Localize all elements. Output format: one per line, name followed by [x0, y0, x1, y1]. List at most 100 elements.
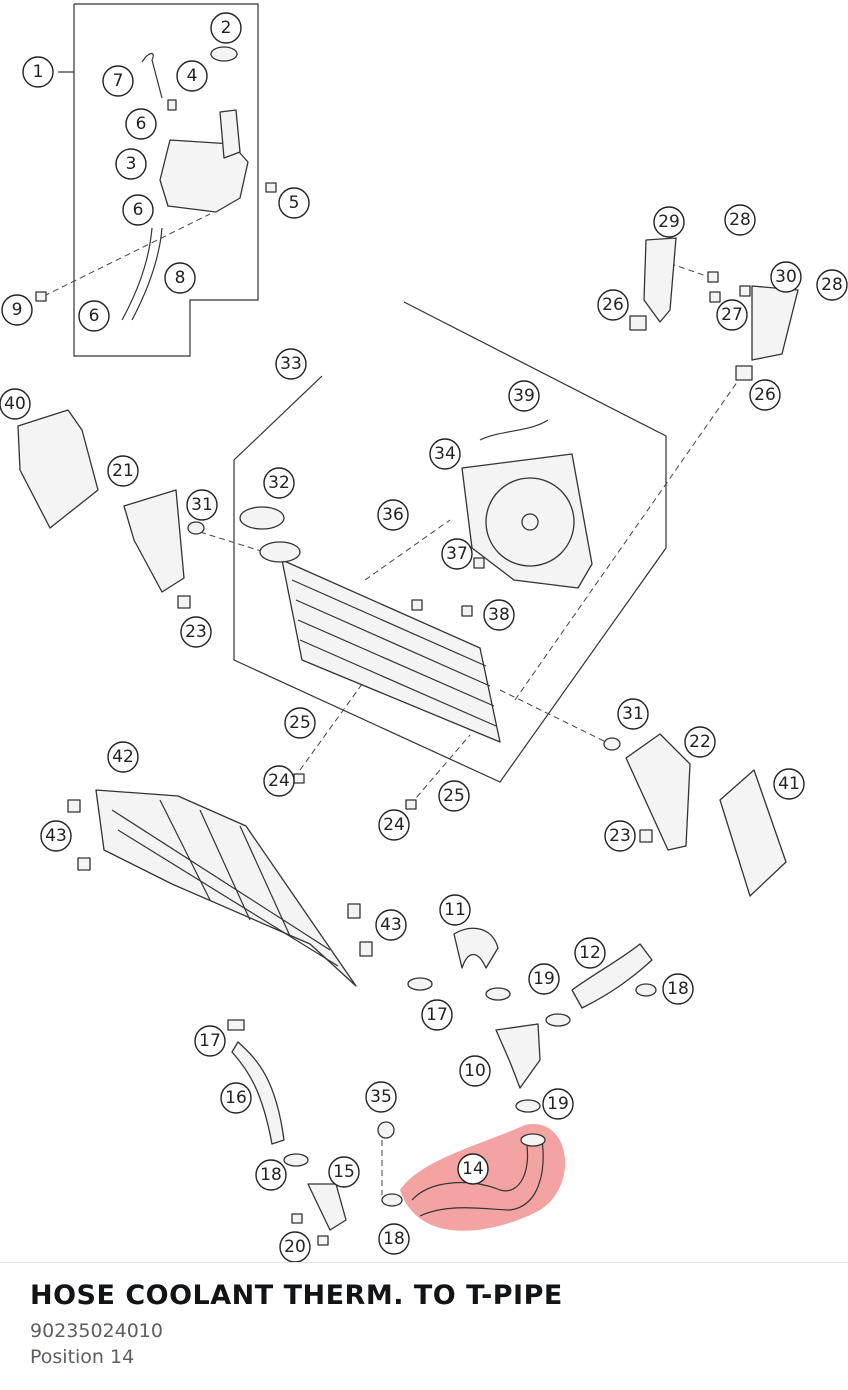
callout-37[interactable]: 37 [441, 538, 473, 570]
leader-lines [43, 213, 741, 1195]
callout-23b[interactable]: 23 [604, 820, 636, 852]
callout-2[interactable]: 2 [210, 12, 242, 44]
callout-26b[interactable]: 26 [749, 379, 781, 411]
callout-9[interactable]: 9 [1, 294, 33, 326]
callout-19a[interactable]: 19 [528, 963, 560, 995]
svg-text:7: 7 [113, 71, 124, 91]
callout-18a[interactable]: 18 [662, 973, 694, 1005]
svg-text:14: 14 [462, 1159, 484, 1179]
fasteners [67, 271, 751, 1246]
callout-28b[interactable]: 28 [816, 269, 848, 301]
callout-7[interactable]: 7 [102, 65, 134, 97]
callout-16[interactable]: 16 [220, 1082, 252, 1114]
callouts: 1 2 4 7 6 3 5 6 8 9 6 29 28 30 28 26 27 … [0, 12, 848, 1262]
svg-text:23: 23 [185, 622, 207, 642]
svg-text:42: 42 [112, 747, 134, 767]
svg-text:34: 34 [434, 444, 456, 464]
svg-text:17: 17 [199, 1031, 221, 1051]
callout-8[interactable]: 8 [164, 262, 196, 294]
radiator-group-frame [233, 301, 667, 783]
svg-text:22: 22 [689, 732, 711, 752]
callout-15[interactable]: 15 [328, 1156, 360, 1188]
callout-35[interactable]: 35 [365, 1081, 397, 1113]
callout-18c[interactable]: 18 [378, 1223, 410, 1255]
callout-6a[interactable]: 6 [125, 108, 157, 140]
svg-text:2: 2 [221, 18, 232, 38]
svg-text:43: 43 [380, 915, 402, 935]
callout-34[interactable]: 34 [429, 438, 461, 470]
callout-36[interactable]: 36 [377, 499, 409, 531]
svg-text:41: 41 [778, 774, 800, 794]
svg-text:35: 35 [370, 1087, 392, 1107]
callout-3[interactable]: 3 [115, 148, 147, 180]
coolant-hoses [231, 927, 653, 1231]
svg-text:31: 31 [191, 495, 213, 515]
callout-12[interactable]: 12 [574, 937, 606, 969]
divider [0, 1262, 848, 1263]
callout-17b[interactable]: 17 [194, 1025, 226, 1057]
callout-38[interactable]: 38 [483, 599, 515, 631]
callout-21[interactable]: 21 [107, 455, 139, 487]
callout-24a[interactable]: 24 [263, 765, 295, 797]
callout-27[interactable]: 27 [716, 299, 748, 331]
svg-text:36: 36 [382, 505, 404, 525]
callout-26a[interactable]: 26 [597, 289, 629, 321]
callout-11[interactable]: 11 [439, 894, 471, 926]
expansion-tank-parts [35, 46, 277, 321]
svg-text:38: 38 [488, 605, 510, 625]
radiator-grille [95, 789, 357, 987]
callout-18b[interactable]: 18 [255, 1159, 287, 1191]
position-value: 14 [109, 1346, 135, 1368]
svg-text:18: 18 [260, 1165, 282, 1185]
svg-text:19: 19 [533, 969, 555, 989]
svg-text:10: 10 [464, 1061, 486, 1081]
part-info-panel: HOSE COOLANT THERM. TO T-PIPE 9023502401… [30, 1278, 830, 1370]
callout-14[interactable]: 14 [457, 1153, 489, 1185]
exploded-parts-diagram: 1 2 4 7 6 3 5 6 8 9 6 29 28 30 28 26 27 … [0, 3, 848, 1262]
callout-17a[interactable]: 17 [421, 999, 453, 1031]
callout-6b[interactable]: 6 [122, 194, 154, 226]
callout-43b[interactable]: 43 [375, 909, 407, 941]
callout-25b[interactable]: 25 [438, 780, 470, 812]
svg-text:6: 6 [133, 200, 144, 220]
callout-31b[interactable]: 31 [617, 698, 649, 730]
svg-text:24: 24 [383, 815, 405, 835]
svg-text:27: 27 [721, 305, 743, 325]
callout-22[interactable]: 22 [684, 726, 716, 758]
callout-33[interactable]: 33 [275, 348, 307, 380]
callout-10[interactable]: 10 [459, 1055, 491, 1087]
part-number: 90235024010 [30, 1320, 163, 1342]
callout-20[interactable]: 20 [279, 1231, 311, 1262]
radiator-core [239, 506, 501, 743]
callout-43a[interactable]: 43 [40, 820, 72, 852]
svg-text:21: 21 [112, 461, 134, 481]
svg-text:43: 43 [45, 826, 67, 846]
callout-42[interactable]: 42 [107, 741, 139, 773]
svg-text:25: 25 [289, 713, 311, 733]
callout-25a[interactable]: 25 [284, 707, 316, 739]
callout-4[interactable]: 4 [176, 60, 208, 92]
svg-text:19: 19 [547, 1094, 569, 1114]
callout-30[interactable]: 30 [770, 261, 802, 293]
svg-text:1: 1 [33, 62, 44, 82]
position-label: Position [30, 1346, 104, 1368]
svg-text:26: 26 [754, 385, 776, 405]
callout-19b[interactable]: 19 [542, 1088, 574, 1120]
callout-24b[interactable]: 24 [378, 809, 410, 841]
svg-text:3: 3 [126, 154, 137, 174]
svg-text:33: 33 [280, 354, 302, 374]
callout-40[interactable]: 40 [0, 388, 31, 420]
callout-23a[interactable]: 23 [180, 616, 212, 648]
callout-1[interactable]: 1 [22, 56, 54, 88]
callout-29[interactable]: 29 [653, 206, 685, 238]
svg-text:29: 29 [658, 212, 680, 232]
callout-41[interactable]: 41 [773, 768, 805, 800]
callout-31a[interactable]: 31 [186, 489, 218, 521]
callout-28a[interactable]: 28 [724, 204, 756, 236]
expansion-tank-group-frame [58, 3, 259, 357]
callout-6c[interactable]: 6 [78, 300, 110, 332]
callout-39[interactable]: 39 [508, 380, 540, 412]
callout-32[interactable]: 32 [263, 467, 295, 499]
callout-5[interactable]: 5 [278, 187, 310, 219]
svg-text:9: 9 [12, 300, 23, 320]
